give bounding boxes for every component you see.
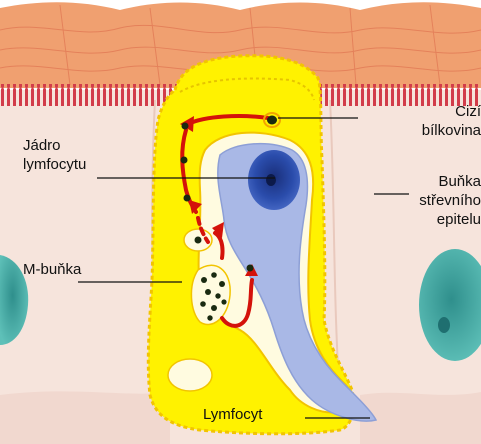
label-lymphocyte: Lymfocyt	[203, 405, 262, 424]
basal-region-left	[0, 390, 170, 444]
label-lymphocyte-nucleus-line2: lymfocytu	[23, 155, 86, 174]
label-m-cell: M-buňka	[23, 260, 81, 279]
label-foreign-protein: Cizí bílkovina	[392, 102, 481, 140]
label-intestinal-epithelial-cell: Buňka střevního epitelu	[392, 172, 481, 229]
label-foreign-protein-line2: bílkovina	[392, 121, 481, 140]
label-epithelial-line3: epitelu	[392, 210, 481, 229]
basal-region-right	[360, 392, 481, 444]
lymphocyte-nucleolus	[266, 174, 276, 186]
vesicle	[168, 359, 212, 391]
label-epithelial-line1: Buňka	[392, 172, 481, 191]
adjacent-nucleolus-right	[438, 317, 450, 333]
label-epithelial-line2: střevního	[392, 191, 481, 210]
label-lymphocyte-nucleus-line1: Jádro	[23, 136, 86, 155]
label-foreign-protein-line1: Cizí	[392, 102, 481, 121]
label-lymphocyte-nucleus: Jádro lymfocytu	[23, 136, 86, 174]
